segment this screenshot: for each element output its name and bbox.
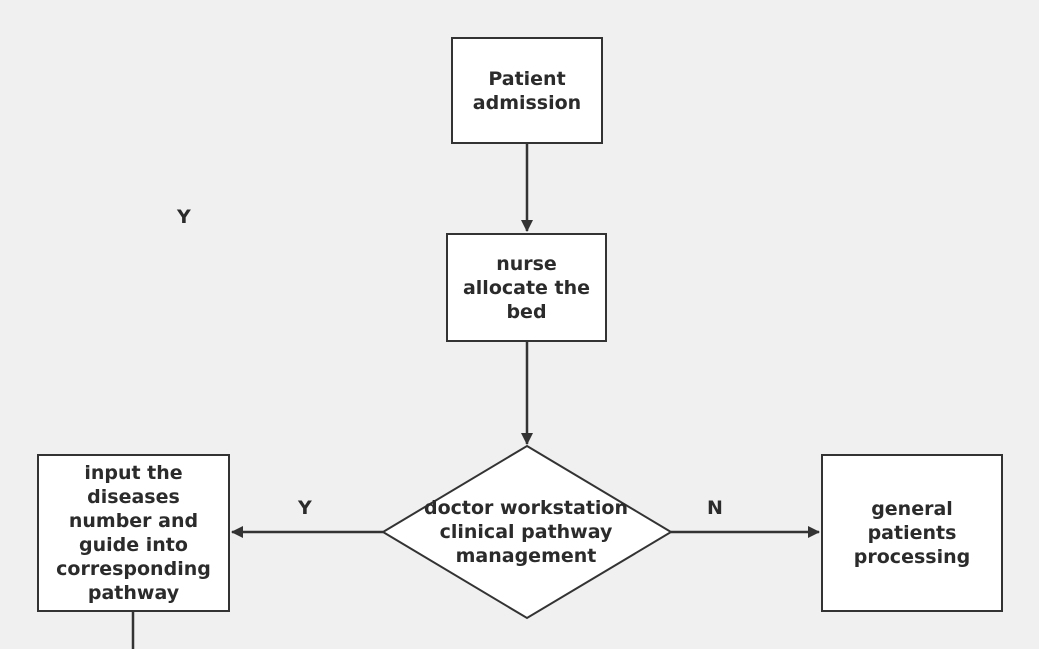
node-patient-admission[interactable]: Patient admission: [451, 37, 603, 144]
decision-doctor-workstation-label: doctor workstation clinical pathway mana…: [423, 497, 629, 567]
edge-label-no: N: [707, 497, 723, 519]
node-general-patients-processing[interactable]: general patients processing: [821, 454, 1003, 612]
node-input-disease-number[interactable]: input the diseases number and guide into…: [37, 454, 230, 612]
node-nurse-allocate-bed[interactable]: nurse allocate the bed: [446, 233, 607, 342]
decision-diamond[interactable]: [381, 444, 673, 620]
edge-label-y-stray: Y: [177, 206, 191, 228]
edge-label-yes: Y: [298, 497, 312, 519]
